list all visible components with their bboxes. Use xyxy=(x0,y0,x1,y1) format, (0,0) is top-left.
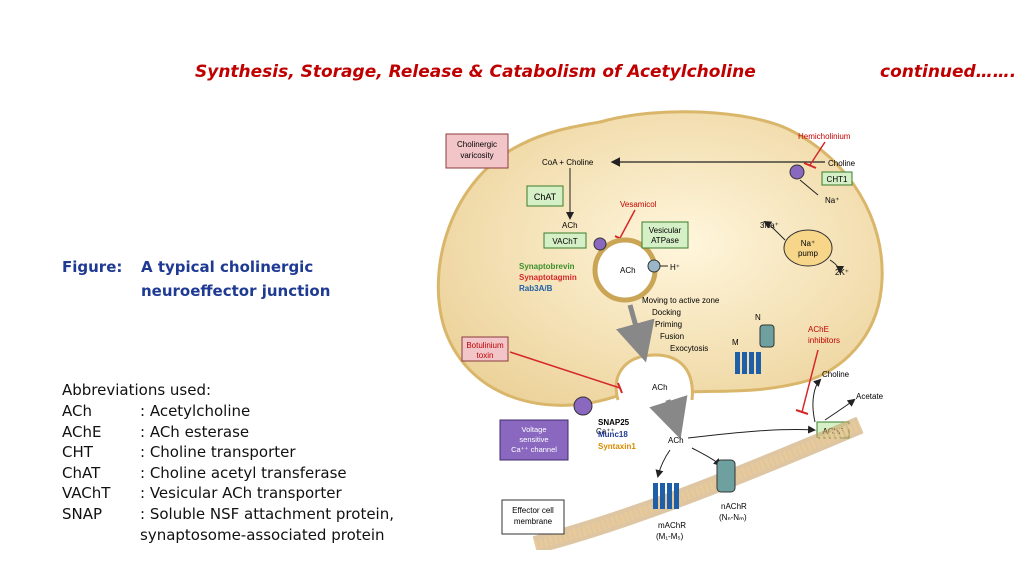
botulinum-label-2: toxin xyxy=(477,351,494,360)
abbreviation-value: : Acetylcholine xyxy=(140,402,251,420)
docking-label: Docking xyxy=(652,308,681,317)
abbreviation-key: CHT xyxy=(62,443,93,462)
synaptobrevin-label: Synaptobrevin xyxy=(519,262,575,271)
h-plus-label: H⁺ xyxy=(670,263,680,272)
exocytosis-label: Exocytosis xyxy=(670,344,708,353)
machr-receptor xyxy=(653,483,679,509)
ach-label-top: ACh xyxy=(562,221,578,230)
voltage-channel-box xyxy=(499,419,569,461)
munc18-label: Munc18 xyxy=(598,430,628,439)
voltage-label-1: Voltage xyxy=(521,425,546,434)
atpase-label-2: ATPase xyxy=(651,236,679,245)
figure-label: Figure: xyxy=(62,258,123,276)
atpase-pump xyxy=(647,259,661,273)
synaptotagmin-label: Synaptotagmin xyxy=(519,273,577,282)
varicosity-label-box xyxy=(445,133,509,169)
release-pocket xyxy=(614,353,694,401)
nachr-receptor xyxy=(716,459,736,493)
abbreviation-value: : Choline acetyl transferase xyxy=(140,463,347,482)
nachr-label-1: nAChR xyxy=(721,502,747,511)
cht1-transporter xyxy=(789,164,805,180)
page-title: Synthesis, Storage, Release & Catabolism… xyxy=(195,62,756,82)
botulinum-inhibit xyxy=(509,351,621,389)
na-plus-label: Na⁺ xyxy=(825,196,839,205)
ache-inhibitors-label-1: AChE xyxy=(808,325,829,334)
cholinergic-junction-diagram: Cholinergic varicosity CoA + Choline ChA… xyxy=(436,110,884,550)
botulinum-box xyxy=(461,336,509,362)
voltage-label-2: sensitive xyxy=(519,435,548,444)
abbreviation-value: : ACh esterase xyxy=(140,422,250,441)
na-pump xyxy=(783,229,833,267)
continued-label: continued……. xyxy=(880,62,1017,82)
ach-vesicle-label: ACh xyxy=(620,266,636,275)
effector-label-1: Effector cell xyxy=(512,506,554,515)
n-receptor xyxy=(759,324,775,348)
vacht-transporter xyxy=(593,237,607,251)
figure-caption-line2: neuroeffector junction xyxy=(141,282,331,300)
abbreviation-key: VAChT xyxy=(62,484,111,503)
ca-label: Ca⁺⁺ xyxy=(596,427,615,436)
ca-channel xyxy=(573,396,593,416)
na-pump-label-1: Na⁺ xyxy=(801,239,815,248)
varicosity-label-2: varicosity xyxy=(460,151,493,160)
ach-cleft-label: ACh xyxy=(668,436,684,445)
abbreviations-heading: Abbreviations used: xyxy=(62,381,212,399)
nachr-label-2: (Nₙ-Nₘ) xyxy=(719,513,747,522)
voltage-label-3: Ca⁺⁺ channel xyxy=(511,445,557,454)
moving-label: Moving to active zone xyxy=(642,296,720,305)
abbreviation-value: synaptosome-associated protein xyxy=(140,525,385,544)
abbreviation-value: : Vesicular ACh transporter xyxy=(140,484,342,503)
priming-label: Priming xyxy=(655,320,682,329)
chat-label: ChAT xyxy=(534,192,557,202)
figure-caption-line1: A typical cholinergic xyxy=(141,258,314,276)
abbreviation-key: AChE xyxy=(62,422,102,441)
ache-inhibitors-label-2: inhibitors xyxy=(808,336,840,345)
abbreviation-value: : Soluble NSF attachment protein, xyxy=(140,505,395,523)
abbreviation-value: : Choline transporter xyxy=(140,443,296,462)
m-receptor-label: M xyxy=(732,338,739,347)
ach-release-label: ACh xyxy=(652,383,668,392)
n-receptor-label: N xyxy=(755,313,761,322)
effector-label-2: membrane xyxy=(514,517,553,526)
vacht-box xyxy=(543,232,587,249)
vesamicol-inhibit xyxy=(619,209,636,239)
vacht-label: VAChT xyxy=(552,237,577,246)
vesamicol-label: Vesamicol xyxy=(620,200,657,209)
varicosity-label-1: Cholinergic xyxy=(457,140,497,149)
rab-label: Rab3A/B xyxy=(519,284,553,293)
cht1-box xyxy=(821,171,853,186)
coa-choline-label: CoA + Choline xyxy=(542,158,594,167)
abbreviation-key: ChAT xyxy=(62,463,101,482)
cht1-label: CHT1 xyxy=(827,175,848,184)
two-k-label: 2K⁺ xyxy=(835,268,849,277)
effector-label-box xyxy=(501,499,565,535)
choline-released-label: Choline xyxy=(822,370,850,379)
machr-label-2: (M₁-M₅) xyxy=(656,532,684,541)
fusion-label: Fusion xyxy=(660,332,684,341)
machr-label-1: mAChR xyxy=(658,521,686,530)
snap25-label: SNAP25 xyxy=(598,418,630,427)
chat-box xyxy=(526,185,564,207)
botulinum-label-1: Botulinium xyxy=(466,341,504,350)
abbreviation-key: SNAP xyxy=(62,505,103,523)
hemicholinium-label: Hemicholinium xyxy=(798,132,851,141)
acetate-label: Acetate xyxy=(856,392,884,401)
choline-outside-label: Choline xyxy=(828,159,856,168)
abbreviation-key: ACh xyxy=(62,402,92,420)
na-pump-label-2: pump xyxy=(798,249,819,258)
atpase-label-1: Vesicular xyxy=(649,226,682,235)
syntaxin-label: Syntaxin1 xyxy=(598,442,636,451)
atpase-box xyxy=(641,221,689,249)
effector-membrane xyxy=(532,416,864,550)
m-receptor xyxy=(735,352,761,374)
